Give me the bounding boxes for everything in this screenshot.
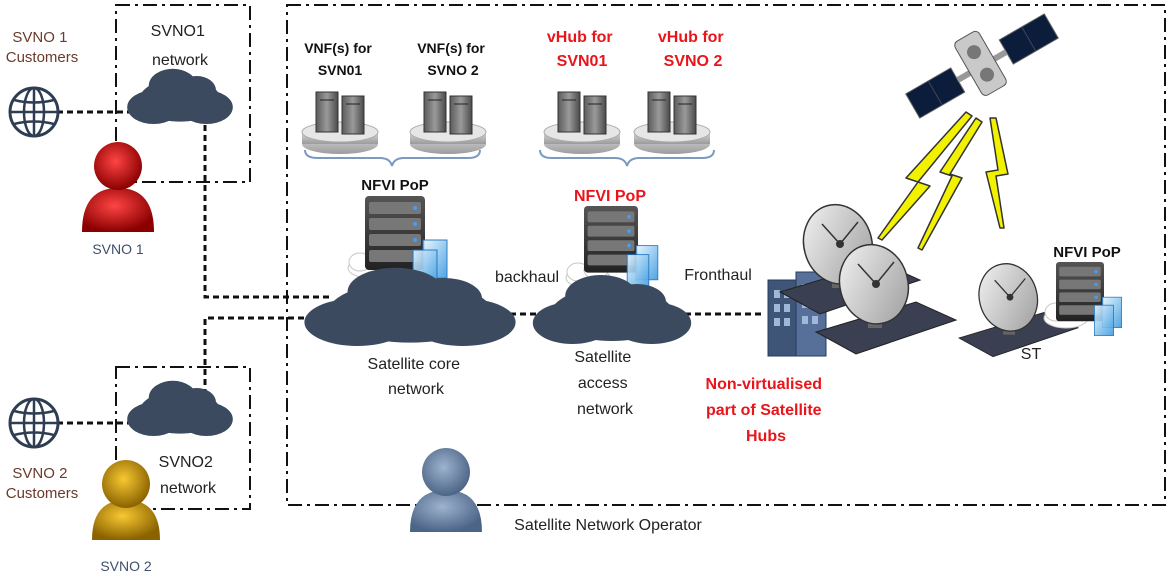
core-cloud-icon bbox=[304, 267, 516, 346]
vnf-brace bbox=[304, 149, 481, 167]
svno2-label: SVNO 2 bbox=[100, 558, 152, 574]
svno1-network-label: SVNO1 network bbox=[151, 23, 210, 69]
vnf-svno2-server-icon bbox=[409, 91, 487, 155]
svno2-network-label: SVNO2 network bbox=[159, 454, 218, 497]
vhub-svno1-label: vHub for SVN01 bbox=[547, 29, 617, 70]
operator-label: Satellite Network Operator bbox=[514, 517, 702, 534]
satellite-icon bbox=[905, 13, 1059, 119]
vhub-brace bbox=[539, 149, 715, 167]
core-network-label: Satellite core network bbox=[368, 356, 465, 398]
svno2-cloud-icon bbox=[127, 380, 233, 436]
st-label: ST bbox=[1021, 346, 1042, 363]
backhaul-label: backhaul bbox=[495, 269, 559, 286]
svno2-customers-label: SVNO 2 Customers bbox=[6, 465, 79, 502]
fronthaul-label: Fronthaul bbox=[684, 267, 752, 284]
nfvi-access-label: NFVI PoP bbox=[574, 188, 646, 205]
svno1-user-icon bbox=[82, 142, 154, 232]
vhub-svno2-label: vHub for SVNO 2 bbox=[658, 29, 728, 70]
globe-icon bbox=[8, 397, 60, 449]
svno2-user-icon bbox=[92, 460, 160, 540]
vhub-svno1-server-icon bbox=[543, 91, 621, 155]
vhub-svno2-server-icon bbox=[633, 91, 711, 155]
nfvi-st-label: NFVI PoP bbox=[1053, 244, 1121, 261]
svno1-customers-label: SVNO 1 Customers bbox=[6, 29, 79, 66]
vnf-svno2-label: VNF(s) for SVNO 2 bbox=[417, 40, 489, 78]
vnf-svno1-server-icon bbox=[301, 91, 379, 155]
svno1-label: SVNO 1 bbox=[92, 241, 144, 257]
svno1-cloud-icon bbox=[127, 68, 233, 124]
access-network-label: Satellite access network bbox=[574, 349, 635, 418]
nfvi-core-label: NFVI PoP bbox=[361, 177, 429, 194]
vnf-svno1-label: VNF(s) for SVN01 bbox=[304, 40, 376, 78]
operator-user-icon bbox=[410, 448, 482, 532]
svno2-boundary bbox=[115, 366, 251, 510]
lightning-icon bbox=[877, 111, 1009, 251]
non-virtualised-label: Non-virtualised part of Satellite Hubs bbox=[706, 376, 827, 445]
operator-boundary bbox=[286, 4, 1166, 506]
svno1-boundary bbox=[115, 4, 251, 183]
globe-icon bbox=[8, 86, 60, 138]
